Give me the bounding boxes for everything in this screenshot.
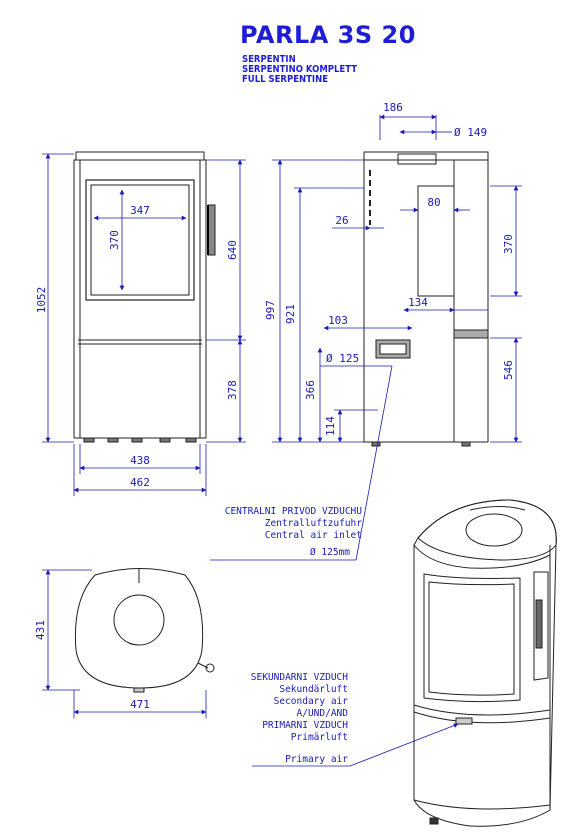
dim-window-width: 347 bbox=[130, 204, 150, 217]
front-view bbox=[73, 151, 216, 443]
air-note-5: Primärluft bbox=[291, 732, 348, 743]
dim-top-depth: 431 bbox=[34, 620, 47, 640]
central-air-note-1: Zentralluftzufuhr bbox=[265, 518, 363, 529]
dim-window-height: 370 bbox=[108, 230, 121, 250]
side-view bbox=[363, 151, 489, 447]
dim-height-114: 114 bbox=[324, 416, 337, 436]
dim-depth-134: 134 bbox=[408, 296, 428, 309]
side-dimension-lines bbox=[272, 114, 522, 443]
top-view bbox=[74, 568, 215, 693]
air-note-0: SEKUNDARNI VZDUCH bbox=[251, 672, 349, 683]
dim-height-921: 921 bbox=[284, 304, 297, 324]
dim-lower-height: 378 bbox=[226, 380, 239, 400]
central-air-note-2: Central air inlet bbox=[265, 530, 362, 541]
air-note-3: A/UND/AND bbox=[297, 708, 349, 719]
dim-height-997: 997 bbox=[264, 300, 277, 320]
dim-height-370: 370 bbox=[502, 234, 515, 254]
dim-upper-height: 640 bbox=[226, 240, 239, 260]
dim-height-546: 546 bbox=[502, 360, 515, 380]
dim-height-366: 366 bbox=[304, 380, 317, 400]
dim-depth-103: 103 bbox=[328, 314, 348, 327]
dim-outer-width: 462 bbox=[130, 476, 150, 489]
perspective-view bbox=[413, 499, 557, 827]
dim-height-total: 1052 bbox=[35, 287, 48, 314]
air-note-2: Secondary air bbox=[274, 696, 349, 707]
subtitle-serpentin: SERPENTIN bbox=[242, 54, 296, 66]
top-dimension-lines bbox=[42, 569, 207, 718]
dim-offset-26: 26 bbox=[335, 214, 348, 227]
dim-top-width: 471 bbox=[130, 698, 150, 711]
dim-inlet-diameter: Ø 125 bbox=[326, 352, 359, 365]
central-air-note-0: CENTRALNI PRIVOD VZDUCHU bbox=[225, 506, 363, 517]
subtitle-full-serpentine: FULL SERPENTINE bbox=[242, 74, 329, 86]
central-air-leader bbox=[210, 365, 393, 561]
air-note-4: PRIMARNI VZDUCH bbox=[262, 720, 348, 731]
dim-flue-diameter: Ø 149 bbox=[454, 126, 487, 139]
central-air-note-3: Ø 125mm bbox=[310, 547, 350, 558]
air-note-1: Sekundärluft bbox=[279, 684, 348, 695]
air-note-6: Primary air bbox=[285, 754, 348, 765]
subtitle-serpentino-komplett: SERPENTINO KOMPLETT bbox=[242, 64, 358, 76]
product-title: PARLA 3S 20 bbox=[240, 21, 416, 49]
dim-top-outlet: 186 bbox=[383, 101, 403, 114]
air-leader bbox=[252, 723, 459, 767]
dim-inner-width: 438 bbox=[130, 454, 150, 467]
dim-offset-80: 80 bbox=[427, 196, 440, 209]
front-dimension-lines bbox=[42, 153, 246, 496]
